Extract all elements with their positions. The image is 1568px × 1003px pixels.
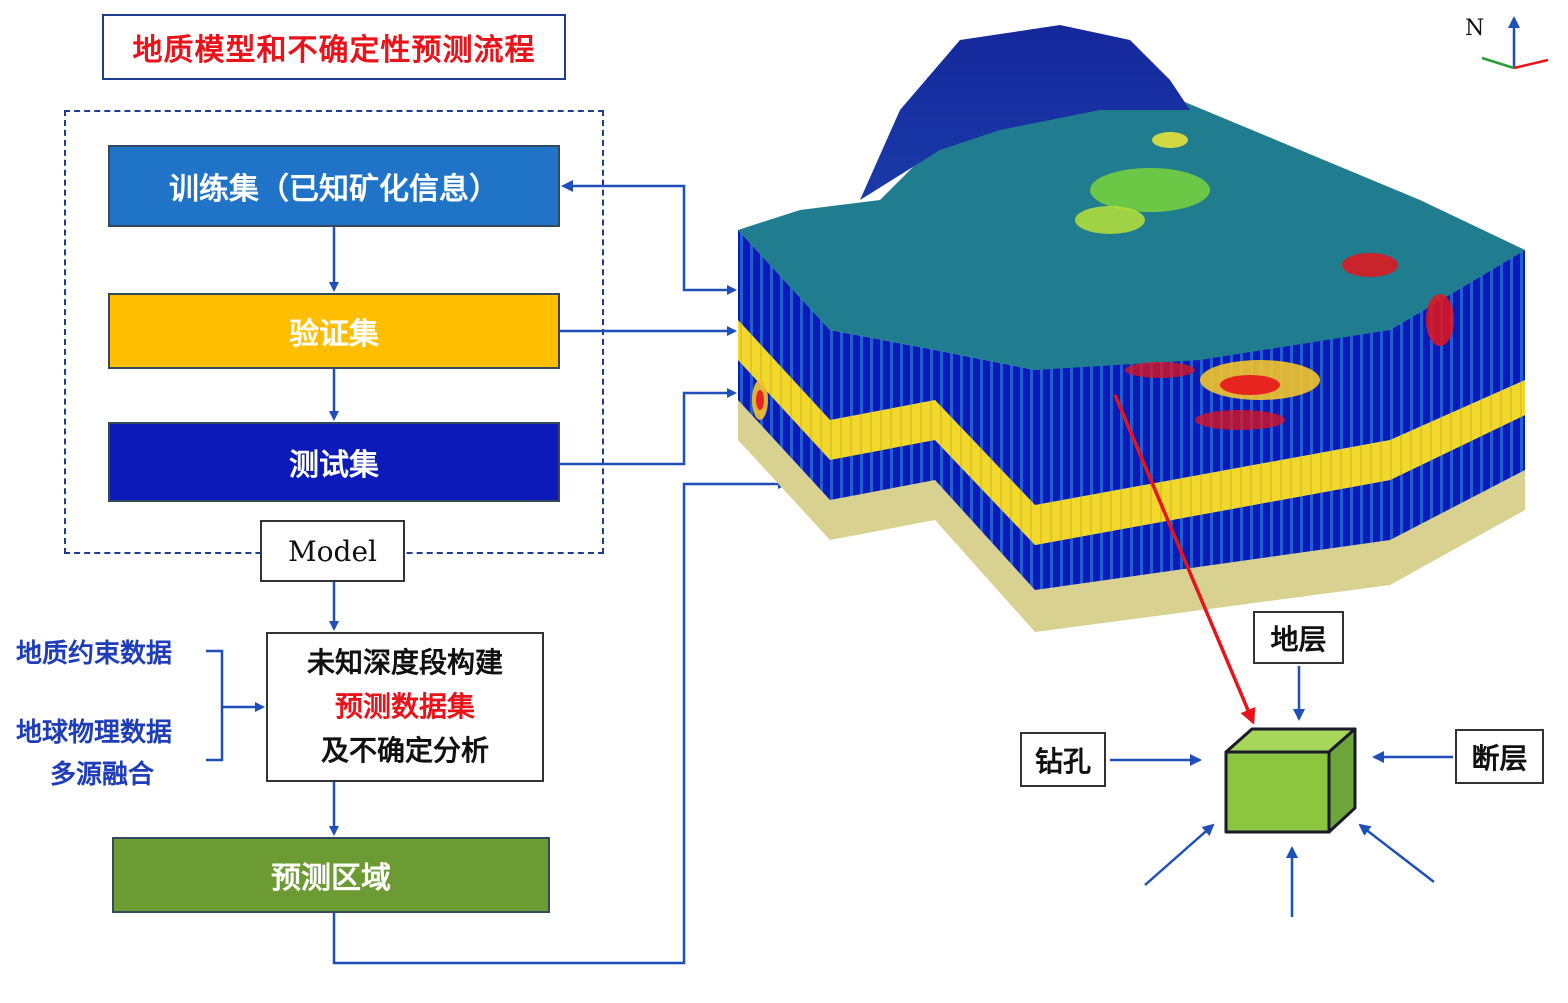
model-box: Model bbox=[260, 520, 405, 582]
test-set-box: 测试集 bbox=[108, 422, 560, 502]
prediction-line-1: 未知深度段构建 bbox=[306, 646, 503, 679]
multi-source-label: 多源融合 bbox=[50, 760, 155, 790]
stratum-label: 地层 bbox=[1253, 611, 1344, 664]
prediction-dataset-box: 未知深度段构建 预测数据集 及不确定分析 bbox=[266, 632, 544, 782]
prediction-region-box: 预测区域 bbox=[112, 837, 550, 913]
prediction-line-3: 及不确定分析 bbox=[320, 734, 489, 767]
voxel-cube bbox=[1224, 727, 1357, 834]
training-set-box: 训练集（已知矿化信息） bbox=[108, 145, 560, 227]
geophysics-label: 地球物理数据 bbox=[16, 718, 173, 748]
drill-label: 钻孔 bbox=[1020, 732, 1106, 787]
input-bracket bbox=[206, 649, 265, 762]
model-connectors bbox=[332, 180, 788, 965]
voxel-callout-arrow bbox=[1113, 394, 1256, 725]
diagram-title: 地质模型和不确定性预测流程 bbox=[102, 14, 566, 80]
validation-set-box: 验证集 bbox=[108, 293, 560, 369]
prediction-line-2: 预测数据集 bbox=[334, 690, 475, 723]
compass-axes bbox=[1481, 16, 1549, 70]
cube-arrows bbox=[1110, 666, 1453, 917]
north-label: N bbox=[1465, 16, 1485, 41]
geo-constraint-label: 地质约束数据 bbox=[16, 639, 173, 669]
geological-3d-model bbox=[738, 25, 1525, 632]
fault-label: 断层 bbox=[1455, 729, 1544, 784]
